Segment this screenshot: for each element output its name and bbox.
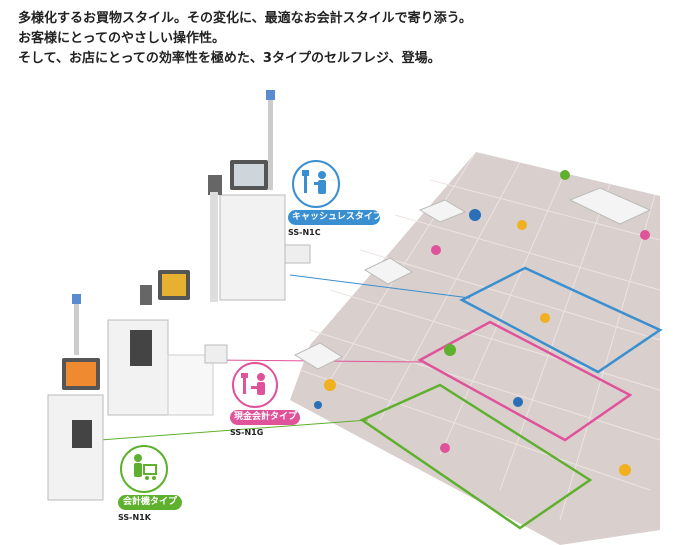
store-shelves (293, 187, 652, 370)
headline-line-3: そして、お店にとっての効率性を極めた、3タイプのセルフレジ、登場。 (18, 51, 441, 66)
machine-model-code: SS-N1K (118, 513, 151, 522)
cash-lane-outline (417, 320, 633, 442)
cash-model-code: SS-N1G (230, 428, 264, 437)
cashless-model-code: SS-N1C (288, 228, 321, 237)
cashless-lane-outline (459, 266, 663, 374)
machine-lane-outline (359, 383, 593, 530)
store-floor (290, 152, 660, 545)
cashless-type-label: キャッシュレスタイプ (288, 210, 382, 225)
headline-line-1: 多様化するお買物スタイル。その変化に、最適なお会計スタイルで寄り添う。 (18, 11, 472, 26)
cashless-icon-circle (292, 160, 340, 208)
headline-line-2: お客様にとってのやさしい操作性。 (18, 31, 225, 46)
cash-type-label: 現金会計タイプ (230, 410, 300, 425)
machine-connector (99, 419, 369, 441)
kiosk-ss-n1g (107, 270, 228, 416)
machine-type-label: 会計機タイプ (118, 495, 182, 510)
person-paying-cash-icon (241, 373, 265, 395)
person-with-cart-icon (134, 454, 157, 480)
shoppers (314, 170, 650, 476)
person-using-kiosk-icon (302, 170, 326, 194)
headline: 多様化するお買物スタイル。その変化に、最適なお会計スタイルで寄り添う。 お客様に… (18, 9, 472, 69)
kiosk-ss-n1k (47, 294, 104, 501)
kiosk-ss-n1c (208, 90, 311, 302)
cashless-connector (289, 274, 471, 299)
cash-icon-circle (232, 362, 278, 408)
machine-icon-circle (120, 445, 168, 493)
